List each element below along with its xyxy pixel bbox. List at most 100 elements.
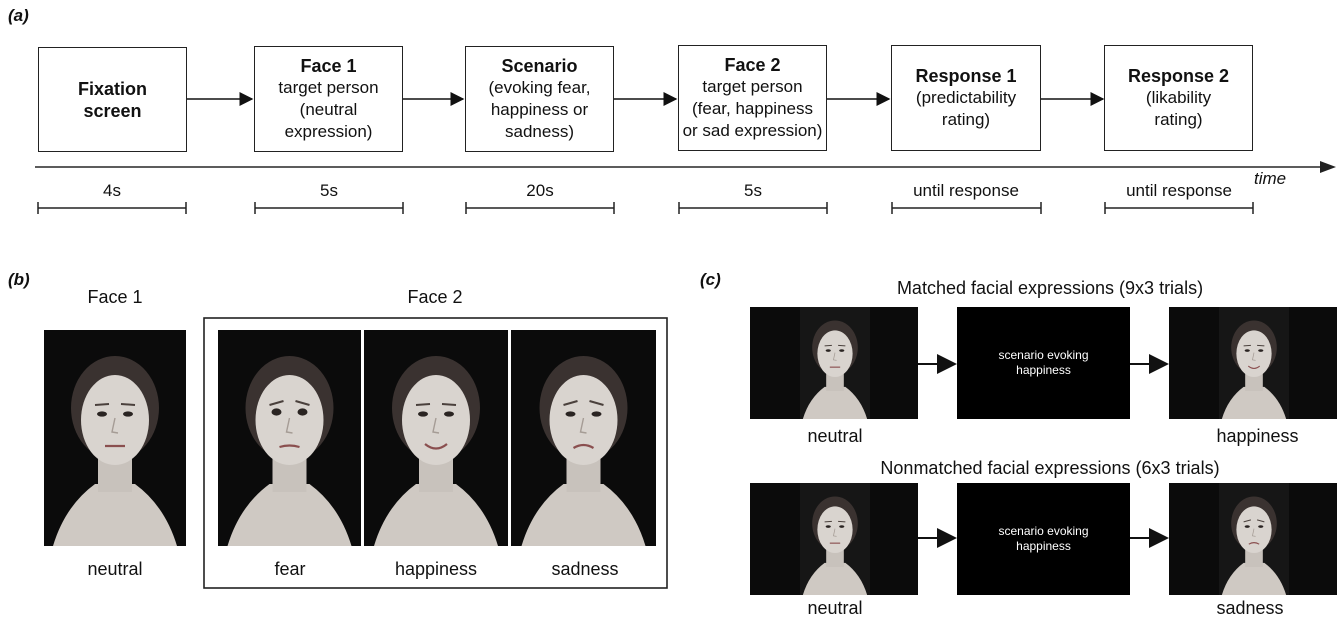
right-eye	[444, 411, 454, 417]
nose	[579, 417, 587, 434]
matched-start-caption: neutral	[807, 426, 863, 446]
step-box-face2: Face 2 target person (fear, happiness or…	[678, 45, 827, 151]
nose	[1252, 352, 1256, 361]
right-brow	[441, 403, 457, 406]
nonmatched-end-caption: sadness	[1216, 598, 1284, 618]
shoulders	[802, 562, 868, 595]
right-brow	[838, 520, 846, 523]
right-brow	[838, 344, 846, 347]
left-brow	[824, 520, 832, 523]
nonmatched-start-photo	[750, 483, 918, 595]
face2-group-frame	[203, 317, 668, 589]
step-title: Face 2	[724, 55, 781, 75]
portrait-sad	[521, 356, 646, 546]
portrait-neutral	[53, 356, 177, 546]
left-brow	[824, 344, 832, 347]
right-eye	[839, 525, 845, 528]
left-brow	[1243, 519, 1252, 523]
step-title: Face 1	[300, 56, 357, 76]
left-eye	[825, 349, 831, 352]
right-eye	[591, 411, 602, 417]
shoulders	[1221, 562, 1287, 595]
photo-face1-neutral	[44, 330, 186, 546]
caption-happiness: happiness	[394, 559, 478, 579]
matched-end-caption: happiness	[1216, 426, 1299, 446]
step-box-response2: Response 2 (likability rating)	[1104, 45, 1253, 151]
left-brow	[94, 403, 110, 406]
left-eye	[418, 411, 428, 417]
step-box-fixation: Fixation screen	[38, 47, 187, 152]
step-title: Response 2	[1127, 66, 1230, 86]
portrait-neutral	[802, 320, 868, 419]
caption-face1-neutral: neutral	[87, 559, 143, 579]
duration-response2: until response	[1126, 181, 1232, 200]
right-brow	[120, 403, 136, 406]
step-desc: (predictability rating)	[915, 88, 1017, 129]
caption-sadness: sadness	[551, 559, 619, 579]
step-desc: target person (neutral expression)	[278, 78, 379, 141]
nose	[111, 417, 119, 434]
right-eye	[1258, 525, 1264, 528]
right-brow	[1256, 519, 1265, 523]
panel-b-label: (b)	[8, 270, 30, 289]
mouth	[1247, 365, 1261, 370]
mouth	[572, 443, 595, 449]
nose	[833, 528, 837, 537]
time-label: time	[1254, 169, 1287, 188]
mouth	[424, 443, 448, 450]
left-eye	[825, 525, 831, 528]
nonmatched-start-caption: neutral	[807, 598, 863, 618]
left-brow	[415, 403, 431, 406]
matched-title: Matched facial expressions (9x3 trials)	[896, 278, 1204, 298]
step-desc: target person (fear, happiness or sad ex…	[682, 77, 823, 140]
photo-face2-happiness	[364, 330, 508, 546]
face1-heading: Face 1	[87, 287, 143, 307]
duration-fixation: 4s	[103, 181, 121, 200]
right-eye	[123, 411, 133, 417]
duration-face1: 5s	[320, 181, 338, 200]
nose	[285, 417, 293, 434]
matched-end-photo	[1169, 307, 1337, 419]
right-eye	[839, 349, 845, 352]
shoulders	[521, 484, 646, 546]
left-eye	[271, 408, 282, 416]
shoulders	[1221, 386, 1287, 419]
nose	[1252, 528, 1256, 537]
right-eye	[1258, 349, 1264, 352]
right-eye	[297, 408, 308, 416]
shoulders	[227, 484, 352, 546]
duration-scenario: 20s	[526, 181, 554, 200]
step-title: Response 1	[915, 66, 1017, 86]
shoulders	[53, 484, 177, 546]
shoulders	[374, 484, 498, 546]
nonmatched-scenario-screen: scenario evoking happiness	[957, 483, 1130, 595]
matched-scenario-screen: scenario evoking happiness	[957, 307, 1130, 419]
step-box-response1: Response 1 (predictability rating)	[891, 45, 1041, 151]
mouth	[1248, 542, 1260, 545]
nonmatched-title: Nonmatched facial expressions (6x3 trial…	[880, 458, 1220, 478]
step-box-face1: Face 1 target person (neutral expression…	[254, 46, 403, 152]
photo-face2-sadness	[511, 330, 656, 546]
left-brow	[269, 400, 284, 406]
portrait-sad	[1221, 496, 1287, 595]
matched-start-photo	[750, 307, 918, 419]
face2-heading: Face 2	[407, 287, 463, 307]
mouth	[279, 444, 300, 449]
time-axis-arrowhead	[1320, 161, 1336, 173]
photo-face2-fear	[218, 330, 361, 546]
step-title: Scenario	[501, 56, 578, 76]
portrait-fear	[227, 356, 352, 546]
shoulders	[802, 386, 868, 419]
nose	[432, 417, 440, 434]
step-desc: (likability rating)	[1145, 88, 1212, 129]
left-eye	[1244, 525, 1250, 528]
step-box-scenario: Scenario (evoking fear, happiness or sad…	[465, 46, 614, 152]
duration-bars	[37, 202, 1254, 214]
right-brow	[1257, 344, 1265, 347]
nonmatched-end-photo	[1169, 483, 1337, 595]
step-desc: (evoking fear, happiness or sadness)	[488, 78, 591, 141]
right-brow	[589, 400, 604, 406]
portrait-happy	[374, 356, 498, 546]
